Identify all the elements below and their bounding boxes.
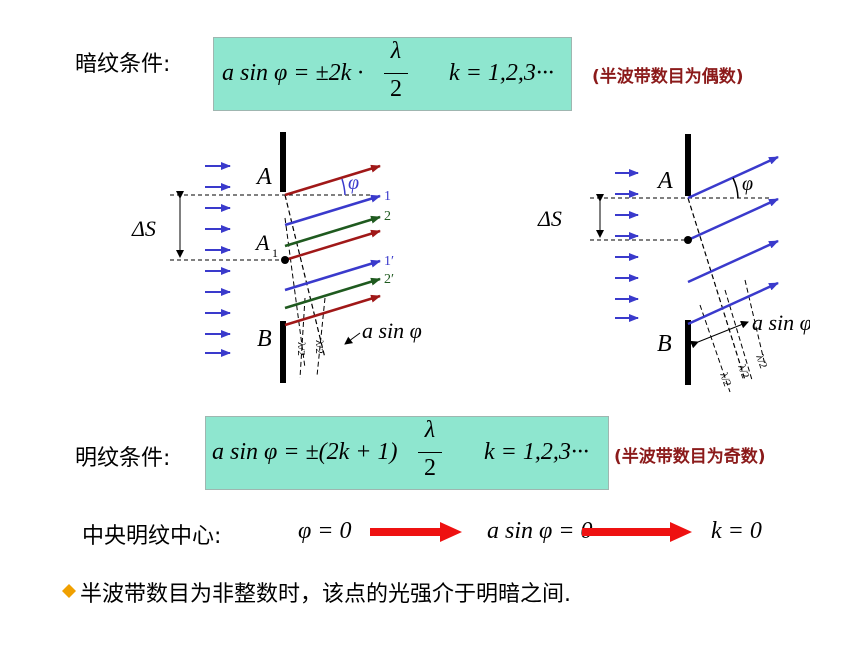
label-half-wave-r3: λ/2 [753,353,769,370]
label-B: B [257,326,272,352]
red-arrow-2 [582,522,692,542]
label-A1: A [254,230,270,255]
label-A1-sub: 1 [272,246,278,260]
ray-right-4 [687,281,779,326]
bright-fraction-bar [418,452,442,453]
a-sin-phi-bracket [690,320,749,349]
bright-two: 2 [424,455,436,481]
dark-note: (半波带数目为偶数) [592,67,744,87]
bullet-diamond-icon [62,584,76,598]
ray-1 [284,194,381,227]
red-arrow-1 [370,522,462,542]
label-ray-1: 1 [384,189,391,204]
ray-1p [284,259,381,292]
ray-red-top [284,164,381,197]
label-half-wave-r2: λ/2 [735,363,751,380]
bullet-text: 半波带数目为非整数时，该点的光强介于明暗之间. [80,582,571,607]
label-A: A [255,164,272,190]
label-delta-s: ΔS [131,216,156,241]
ray-2p [284,277,381,310]
label-half-wave-1: λ/2 [295,342,307,356]
dark-k-range: k = 1,2,3··· [449,60,554,86]
dark-lambda: λ [390,38,402,64]
dark-equation-left: a sin φ = ±2k · [222,60,364,86]
center-k-zero: k = 0 [711,518,762,544]
center-label: 中央明纹中心: [82,524,222,549]
incident-arrows-right [615,169,639,322]
ray-right-2 [687,197,779,242]
incident-arrows-left [205,162,231,357]
point-a1 [281,256,289,264]
right-diagram: A B ΔS φ a sin φ λ/2 λ/2 λ/2 [537,134,810,393]
dark-condition-label: 暗纹条件: [75,52,171,77]
center-asinphi-zero: a sin φ = 0 [487,518,593,544]
label-a-sin-phi-right: a sin φ [752,310,810,335]
dark-fraction-bar [384,73,408,74]
label-phi-right: φ [742,173,753,195]
dark-two: 2 [390,76,402,102]
bright-note: (半波带数目为奇数) [614,447,766,467]
ray-right-3 [687,239,779,284]
label-delta-s-right: ΔS [537,206,562,231]
label-phi: φ [348,172,359,194]
center-phi-zero: φ = 0 [298,518,352,544]
bright-equation-box: a sin φ = ±(2k + 1) λ 2 k = 1,2,3··· [205,416,609,490]
dark-equation-box: a sin φ = ±2k · λ 2 k = 1,2,3··· [213,37,572,111]
ray-right-1 [687,155,779,200]
ray-red-bottom [284,294,381,327]
point-mid-right [684,236,692,244]
bright-lambda: λ [424,417,436,443]
label-ray-2: 2 [384,209,391,224]
left-diagram: A A 1 B ΔS φ 1 2 1′ 2′ λ/2 λ/2 a sin φ [131,132,422,383]
label-B-right: B [657,331,672,357]
label-ray-2p: 2′ [384,272,394,287]
label-ray-1p: 1′ [384,254,394,269]
bright-condition-label: 明纹条件: [75,446,171,471]
bright-k-range: k = 1,2,3··· [484,439,589,465]
ray-2 [284,215,381,248]
ray-red-mid [284,229,381,262]
label-half-wave-r1: λ/2 [717,371,733,388]
bright-equation-left: a sin φ = ±(2k + 1) [212,439,398,465]
label-half-wave-2: λ/2 [313,340,325,354]
label-A-right: A [656,168,673,194]
label-a-sin-phi-left: a sin φ [362,318,422,343]
